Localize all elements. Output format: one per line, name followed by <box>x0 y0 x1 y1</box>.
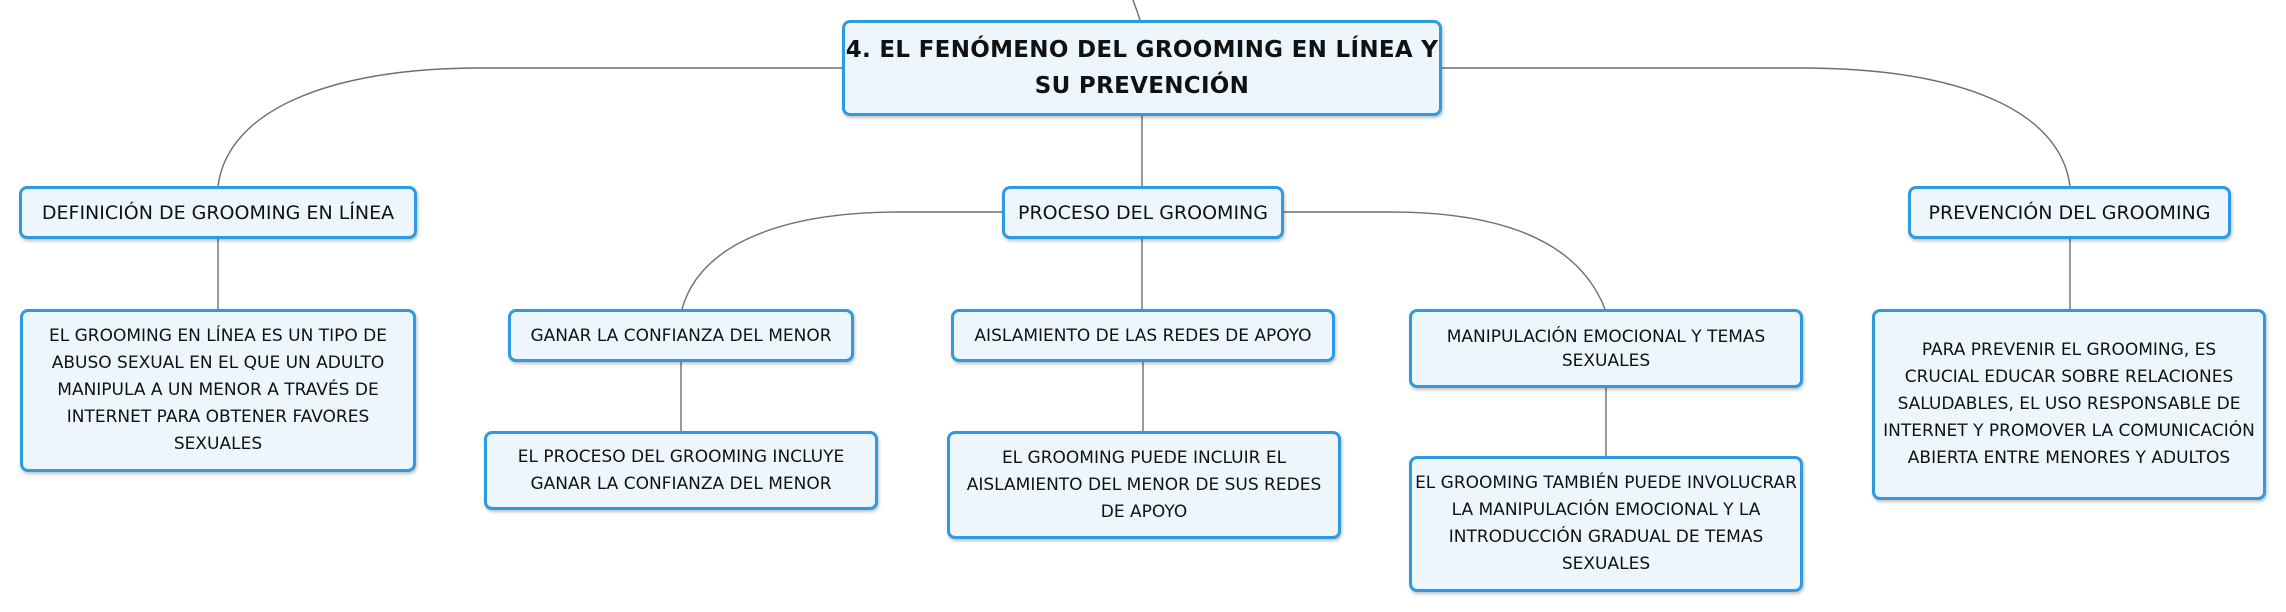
connector-process-step3 <box>1284 211 1606 310</box>
subtopic-isolation[interactable]: AISLAMIENTO DE LAS REDES DE APOYO <box>951 309 1335 362</box>
manipulation-detail-node[interactable]: EL GROOMING TAMBIÉN PUEDE INVOLUCRAR LA … <box>1409 456 1803 592</box>
subtopic-manipulation-label: MANIPULACIÓN EMOCIONAL Y TEMAS SEXUALES <box>1446 326 1766 371</box>
trust-detail-text: EL PROCESO DEL GROOMING INCLUYE GANAR LA… <box>517 446 845 494</box>
topic-process-label: PROCESO DEL GROOMING <box>1018 201 1268 224</box>
definition-detail-node[interactable]: EL GROOMING EN LÍNEA ES UN TIPO DE ABUSO… <box>20 309 416 472</box>
topic-prevention-label: PREVENCIÓN DEL GROOMING <box>1928 201 2211 224</box>
root-topic[interactable]: 4. EL FENÓMENO DEL GROOMING EN LÍNEA Y S… <box>842 20 1442 116</box>
isolation-detail-node[interactable]: EL GROOMING PUEDE INCLUIR EL AISLAMIENTO… <box>947 431 1341 539</box>
topic-definition-label: DEFINICIÓN DE GROOMING EN LÍNEA <box>41 201 395 224</box>
topic-prevention[interactable]: PREVENCIÓN DEL GROOMING <box>1908 186 2231 239</box>
connector-root-prevention <box>1442 67 2071 187</box>
prevention-detail-node[interactable]: PARA PREVENIR EL GROOMING, ES CRUCIAL ED… <box>1872 309 2266 500</box>
connector-root-parent <box>1132 0 1141 21</box>
connector-root-definition <box>217 67 842 187</box>
topic-definition[interactable]: DEFINICIÓN DE GROOMING EN LÍNEA <box>19 186 417 239</box>
subtopic-trust-label: GANAR LA CONFIANZA DEL MENOR <box>530 325 832 346</box>
subtopic-manipulation[interactable]: MANIPULACIÓN EMOCIONAL Y TEMAS SEXUALES <box>1409 309 1803 388</box>
connector-process-step1 <box>681 211 1002 310</box>
manipulation-detail-text: EL GROOMING TAMBIÉN PUEDE INVOLUCRAR LA … <box>1415 473 1797 574</box>
isolation-detail-text: EL GROOMING PUEDE INCLUIR EL AISLAMIENTO… <box>966 447 1322 522</box>
definition-detail-text: EL GROOMING EN LÍNEA ES UN TIPO DE ABUSO… <box>49 326 387 454</box>
subtopic-isolation-label: AISLAMIENTO DE LAS REDES DE APOYO <box>974 325 1312 346</box>
topic-process[interactable]: PROCESO DEL GROOMING <box>1002 186 1284 239</box>
trust-detail-node[interactable]: EL PROCESO DEL GROOMING INCLUYE GANAR LA… <box>484 431 878 510</box>
prevention-detail-text: PARA PREVENIR EL GROOMING, ES CRUCIAL ED… <box>1883 340 2255 468</box>
subtopic-trust[interactable]: GANAR LA CONFIANZA DEL MENOR <box>508 309 854 362</box>
root-topic-label: 4. EL FENÓMENO DEL GROOMING EN LÍNEA Y S… <box>845 37 1439 99</box>
